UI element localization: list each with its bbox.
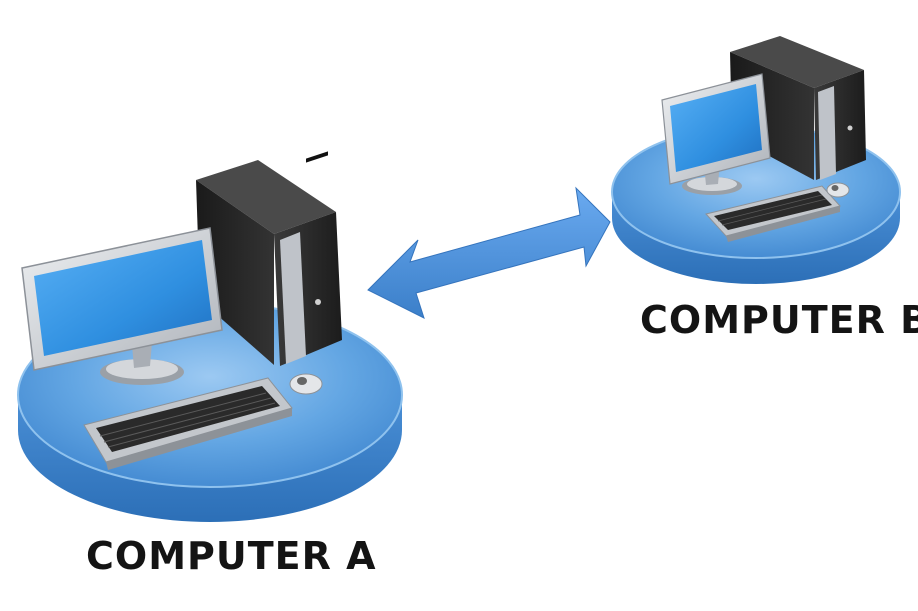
mouse-icon: [289, 373, 323, 395]
desktop-tower-icon: [730, 36, 866, 180]
bidirectional-arrow-icon: [367, 186, 611, 319]
keyboard-icon: [705, 185, 841, 242]
computer-b-node: [611, 36, 901, 284]
mouse-icon: [826, 182, 850, 198]
desktop-tower-icon: [196, 151, 342, 366]
monitor-icon: [661, 73, 771, 195]
computer-a-label: COMPUTER A: [86, 534, 377, 578]
monitor-icon: [21, 227, 223, 385]
computer-b-label: COMPUTER B: [640, 298, 918, 342]
keyboard-icon: [83, 377, 293, 470]
computer-a-node: [17, 151, 403, 522]
